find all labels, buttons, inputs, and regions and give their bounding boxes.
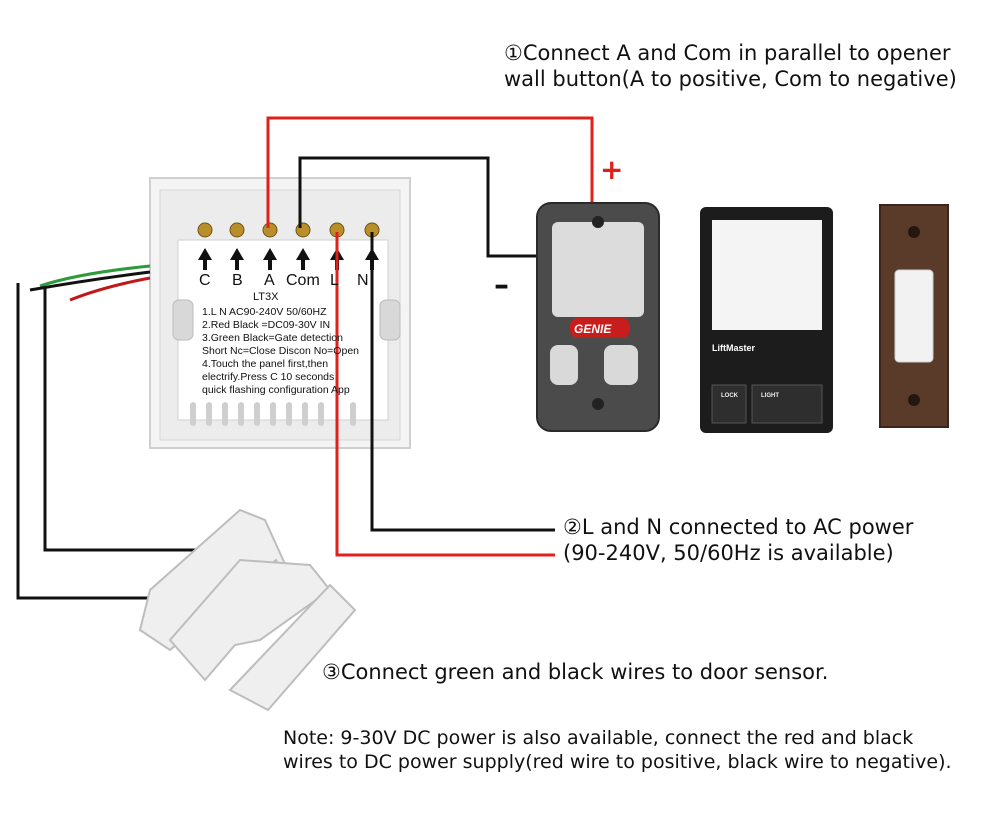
genie-logo: GENIE [574,322,612,336]
liftmaster-logo: LiftMaster [712,343,756,353]
panel-line-7: quick flashing configuration App [202,384,350,396]
panel-line-4: Short Nc=Close Discon No=Open [202,345,359,357]
terminal-screws [197,222,380,238]
dc-note-line-1: Note: 9-30V DC power is also available, … [283,727,914,749]
dc-note-line-2: wires to DC power supply(red wire to pos… [283,750,952,773]
black-wire-com [298,156,540,258]
door-sensor [138,508,357,712]
plus-sign: + [600,153,624,186]
terminal-b-label: B [232,272,243,289]
red-wire-l [335,232,555,557]
vent-slots [190,402,356,426]
switch-module [149,177,411,449]
panel-instructions: 1.L N AC90-240V 50/60HZ 2.Red Black =DC0… [202,306,359,397]
step-3-note: ③Connect green and black wires to door s… [322,659,828,685]
black-wire-sensor-1 [16,283,190,600]
step-1-note: ①Connect A and Com in parallel to opener… [504,40,957,93]
step-3-text: ③Connect green and black wires to door s… [322,660,829,684]
terminal-l-label: L [330,272,339,289]
panel-line-2: 2.Red Black =DC09-30V IN [202,319,331,331]
panel-line-5: 4.Touch the panel first,then [202,358,329,370]
minus-sign: – [494,268,509,303]
panel-line-6: electrify.Press C 10 seconds [202,371,335,383]
light-label: LIGHT [761,393,779,399]
step-2-note: ②L and N connected to AC power (90-240V,… [563,514,913,567]
panel-model: LT3X [253,291,279,303]
panel-line-1: 1.L N AC90-240V 50/60HZ [202,306,327,318]
lock-label: LOCK [721,393,738,399]
dc-power-note: Note: 9-30V DC power is also available, … [283,727,952,775]
cable-red [69,276,151,302]
panel-line-3: 3.Green Black=Gate detection [202,332,343,344]
step-2-line-2: (90-240V, 50/60Hz is available) [563,541,894,566]
cable-green [39,264,151,288]
step-1-line-2: wall button(A to positive, Com to negati… [504,67,957,92]
red-wire-a [266,116,594,228]
black-wire-sensor-2 [43,288,240,552]
terminal-n-label: N [357,272,369,289]
step-2-line-1: ②L and N connected to AC power [563,515,914,539]
terminal-a-label: A [264,272,275,289]
terminal-com-label: Com [286,272,320,289]
terminal-c-label: C [199,272,211,289]
cable-black [29,270,151,292]
wires [16,116,594,600]
bell-style-button [879,204,949,428]
black-wire-n [370,232,555,532]
liftmaster-wall-control [700,207,833,433]
genie-wall-button [536,202,660,432]
step-1-line-1: ①Connect A and Com in parallel to opener [504,41,951,65]
